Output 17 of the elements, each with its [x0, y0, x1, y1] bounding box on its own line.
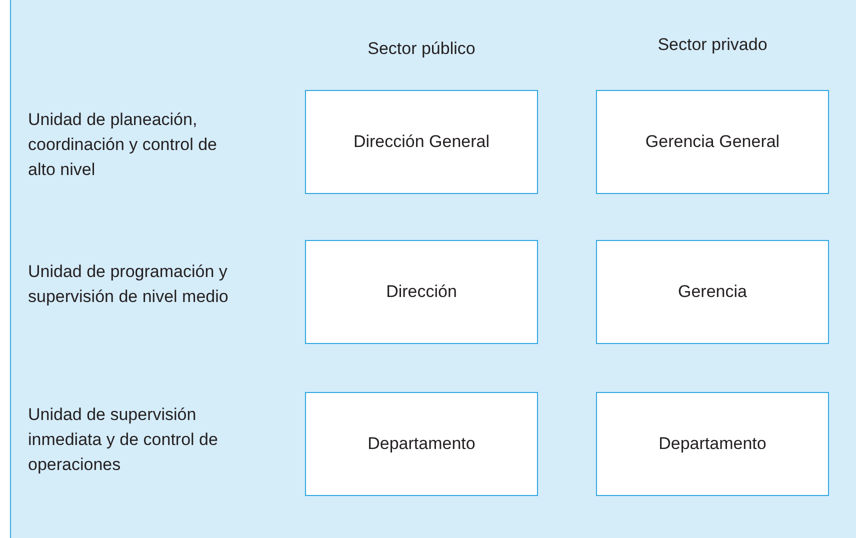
column-header: Sector público — [366, 38, 476, 60]
unit-box — [305, 392, 538, 496]
unit-name: Departamento — [658, 433, 766, 455]
column-header: Sector privado — [656, 34, 768, 56]
unit-box — [305, 240, 538, 344]
row-label: Unidad de programación y supervisión de nivel medio — [28, 261, 230, 308]
unit-name: Gerencia General — [645, 131, 780, 153]
unit-box — [305, 90, 538, 194]
unit-box — [596, 240, 829, 344]
row-label: Unidad de supervisión inmediata y de control de operaciones — [28, 404, 219, 476]
unit-box — [596, 392, 829, 496]
unit-name: Dirección General — [353, 131, 490, 153]
unit-box — [596, 90, 829, 194]
unit-name: Dirección — [386, 281, 457, 303]
row-label: Unidad de planeación, coordinación y control de alto nivel — [28, 109, 218, 181]
unit-name: Departamento — [368, 433, 476, 455]
unit-name: Gerencia — [678, 281, 747, 303]
